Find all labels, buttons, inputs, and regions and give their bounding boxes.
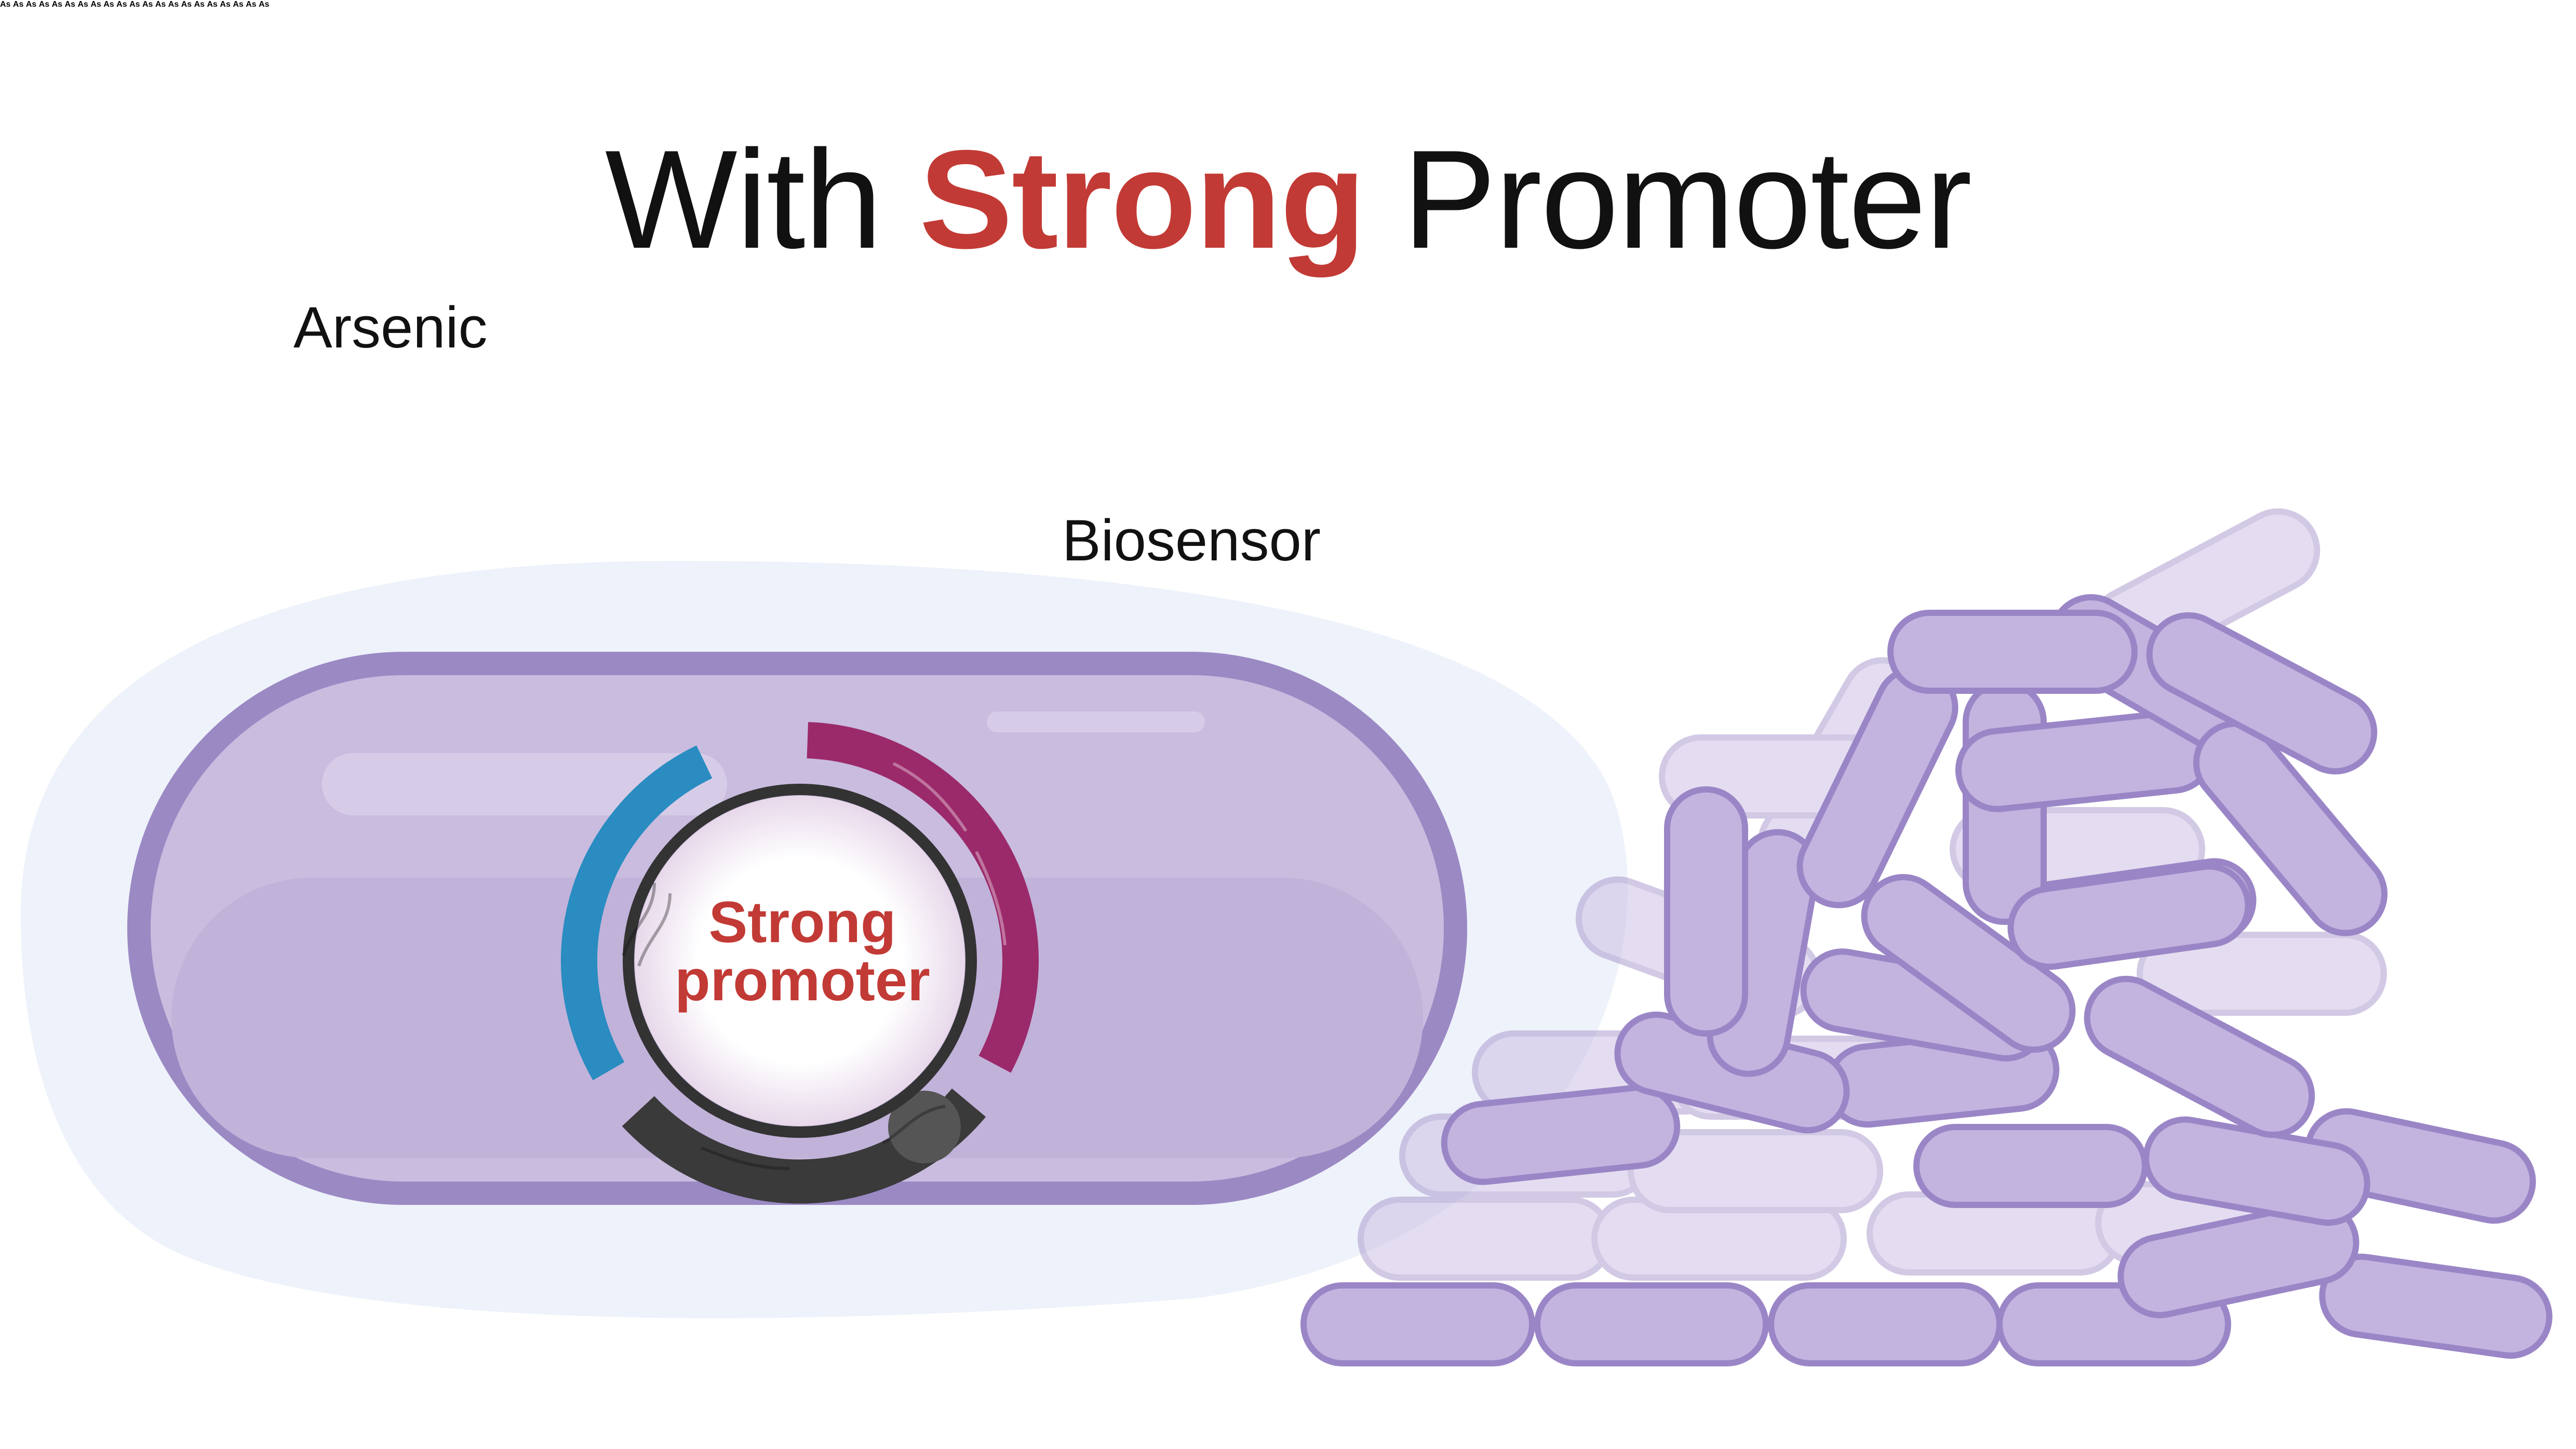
bacterium [1628, 1129, 1883, 1213]
bacterium [1300, 1282, 1535, 1366]
bacterium [2084, 975, 2315, 1138]
repressor-protein-icon: As As As As As As As As As As As As As A… [0, 0, 1972, 1010]
promoter-arrow-icon: As As As As As As As As As As As As As A… [0, 0, 1972, 1010]
title-accent: Strong [919, 122, 1366, 278]
arsenic-symbol: As [142, 0, 153, 9]
biosensor-label: Biosensor [1062, 508, 1321, 573]
bacterium [2117, 1200, 2359, 1319]
dna-helix-icon [892, 762, 1007, 946]
arsenic-symbol: As [259, 0, 270, 9]
bacterium [2007, 863, 2251, 970]
arsenic-label: Arsenic [293, 295, 488, 360]
arsenic-symbol: As [233, 0, 244, 9]
arsenic-symbol: As [25, 0, 37, 9]
plasmid-grey-segment [888, 1091, 961, 1163]
bacterium [1887, 610, 2138, 694]
plasmid-inner-ring [623, 784, 977, 1138]
cell-highlight [987, 712, 1205, 732]
arsenic-symbol: As [51, 0, 63, 9]
bacterium [2193, 720, 2388, 936]
title-suffix: Promoter [1402, 122, 1972, 278]
arsenic-symbol: As [64, 0, 75, 9]
bacterium [2137, 932, 2387, 1016]
bacterium [2319, 1253, 2553, 1359]
arsenic-symbol: As [103, 0, 114, 9]
title-prefix: With [605, 122, 882, 278]
arsenic-symbol: As [220, 0, 231, 9]
page-title: With Strong Promoter [0, 130, 2576, 270]
dna-helix-icon [622, 882, 946, 1170]
plasmid-center [635, 796, 965, 1126]
arsenic-symbol: As [116, 0, 127, 9]
bacterium [1441, 1084, 1681, 1185]
bacterium [1358, 1197, 1613, 1281]
arsenic-symbol: As [246, 0, 257, 9]
arsenic-symbols: As As As As As As As As As As As As As A… [0, 0, 270, 9]
plasmid [557, 718, 1043, 1204]
arsenic-symbol: As [90, 0, 101, 9]
bacteria-pile-foreground [1300, 594, 2553, 1366]
promoter-label-line2: promoter [675, 948, 930, 1013]
bacterium [1861, 874, 2076, 1053]
bacterium [1913, 1124, 2148, 1208]
arsenic-symbol: As [0, 0, 11, 9]
arsenic-symbol: As [194, 0, 205, 9]
bacterium [1664, 786, 1748, 1037]
bacterium [1591, 1197, 1847, 1281]
bacterium [2146, 612, 2378, 775]
arsenic-symbol: As [12, 0, 24, 9]
bacterium [1768, 1282, 2003, 1366]
arsenic-symbol: As [38, 0, 50, 9]
promoter-label: Strong promoter [626, 893, 979, 1010]
arsenic-symbol: As [155, 0, 166, 9]
arsenic-symbol: As [168, 0, 179, 9]
arsenic-symbol: As [207, 0, 218, 9]
arsenic-symbol: As [77, 0, 88, 9]
arsenic-symbol: As [129, 0, 140, 9]
arsenic-symbol: As [181, 0, 192, 9]
bacterium [1534, 1282, 1769, 1366]
promoter-label-line1: Strong [708, 890, 896, 955]
